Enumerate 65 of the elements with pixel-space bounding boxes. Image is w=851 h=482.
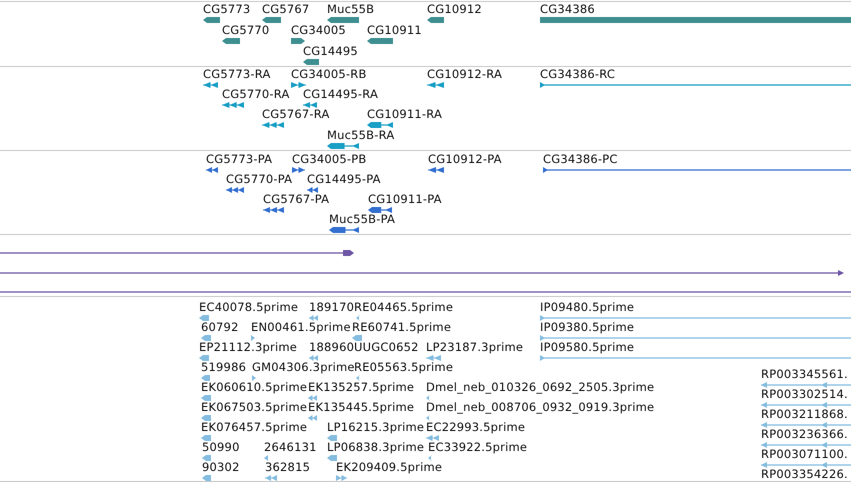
feature-label: 2646131 [264,440,317,454]
feature-label: RE60741.5prime [352,320,452,334]
feature-label: CG34386 [540,2,595,16]
feature-label: CG14495 [303,44,358,58]
feature-label: CG5773 [203,2,250,16]
feature-label: Dmel_neb_008706_0932_0919.3prime [426,400,654,414]
feature-label: RP003345561. [761,367,848,381]
feature-label: Dmel_neb_010326_0692_2505.3prime [426,380,654,394]
feature-label: IP09380.5prime [540,320,634,334]
feature-label: EC22993.5prime [426,420,526,434]
feature-label: LP06838.3prime [327,440,424,454]
feature-label: RE05563.5prime [354,360,454,374]
feature-label: 50990 [202,440,240,454]
feature-label: RP003236366. [761,427,848,441]
feature-label: IP09580.5prime [540,340,634,354]
feature-label: Muc55B-RA [327,128,394,142]
feature-label: EC33922.5prime [428,440,528,454]
feature-label: EK060610.5prime [201,380,308,394]
feature-label: 188960 [309,340,354,354]
feature-label: RP003302514. [761,387,848,401]
feature-label: 362815 [265,460,310,474]
feature-label: CG5767 [262,2,310,16]
feature-label: CG10912-PA [428,152,502,166]
feature-label: LP23187.3prime [426,340,524,354]
feature-label: CG10911-PA [368,192,442,206]
feature-label: CG5767-PA [263,192,330,206]
feature-label: EC40078.5prime [199,300,298,314]
feature-label: CG34005 [291,23,346,37]
feature-label: CG5773-RA [203,67,271,81]
feature-label: RE04465.5prime [354,300,454,314]
feature-label: 189170 [309,300,354,314]
feature-label: CG5770 [222,23,270,37]
feature-label: CG34386-PC [543,152,618,166]
feature-label: EK135445.5prime [308,400,414,414]
feature-label: CG14495-PA [307,172,381,186]
feature-label: EK076457.5prime [201,420,308,434]
feature-label: EK209409.5prime [336,460,442,474]
feature-label: Muc55B-PA [329,212,396,226]
feature-label: 519986 [201,360,246,374]
feature-label: UUGC0652 [354,340,419,354]
feature-label: CG34386-RC [540,67,616,81]
feature-label: GM04306.3prime [252,360,355,374]
feature-label: EK135257.5prime [308,380,414,394]
feature-label: CG14495-RA [303,87,378,101]
feature-label: EN00461.5prime [251,320,351,334]
feature-label: CG34005-RB [291,67,367,81]
feature-label: EK067503.5prime [201,400,308,414]
feature-label: CG5770-PA [226,172,292,186]
feature-label: CG34005-PB [292,152,366,166]
feature-label: CG5767-RA [262,107,330,121]
feature-label: RP003211868. [761,407,848,421]
feature-label: CG10912-RA [427,67,502,81]
feature-label: 90302 [202,460,240,474]
feature-label: CG10912 [427,2,482,16]
feature-label: RP003354226. [761,467,848,481]
feature-label: RP003071100. [761,447,848,461]
feature-label: 60792 [201,320,239,334]
feature-label: CG10911 [367,23,422,37]
feature-label: IP09480.5prime [540,300,634,314]
feature-label: CG10911-RA [367,107,442,121]
feature-label: CG5770-RA [222,87,290,101]
feature-label: Muc55B [327,2,374,16]
feature-label: CG5773-PA [206,152,272,166]
feature-label: LP16215.3prime [327,420,424,434]
feature-label: EP21112.3prime [199,340,298,354]
